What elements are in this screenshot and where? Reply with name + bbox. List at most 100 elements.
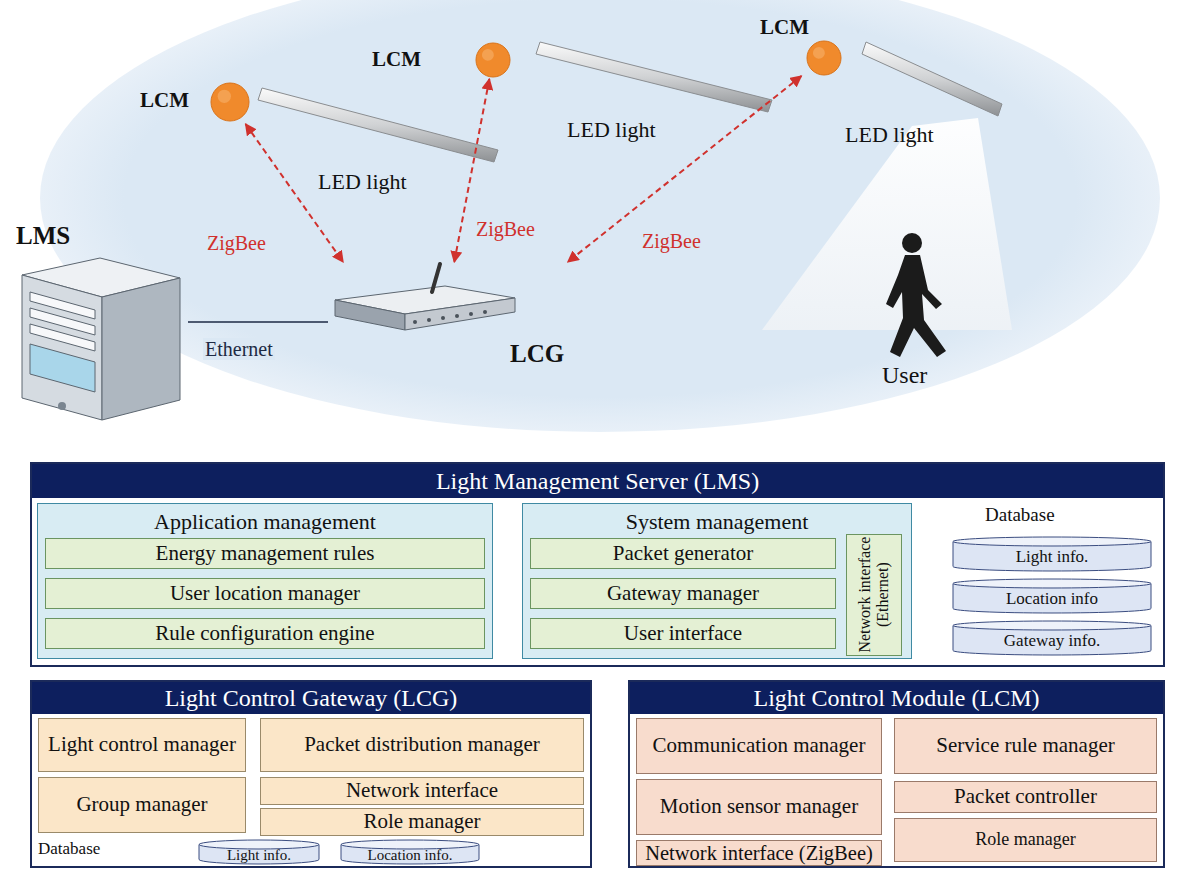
user-figure [886, 255, 946, 357]
label-slot: Database [985, 505, 1055, 526]
server-icon [12, 222, 188, 427]
edge-label-slot: ZigBee [205, 232, 268, 254]
lcm-node: LCM [140, 80, 252, 124]
lcm-highlight [218, 90, 231, 103]
text-label: LED light [567, 118, 656, 142]
device-face [102, 278, 180, 420]
status-led [413, 320, 417, 324]
text-label: Database [985, 505, 1055, 526]
lcm-highlight [482, 49, 494, 61]
connector-label: ZigBee [474, 218, 537, 240]
cyl-node: Gateway info. [952, 620, 1152, 656]
led-light-bar [258, 88, 498, 162]
status-led [427, 318, 431, 322]
connector-label: ZigBee [640, 230, 703, 252]
status-led [441, 316, 445, 320]
component-box: User interface [530, 618, 836, 649]
panel-header: Light Control Module (LCM) [630, 682, 1163, 714]
component-box: User location manager [45, 578, 485, 609]
label-slot: LED light [318, 170, 407, 194]
led-light-bar [536, 42, 772, 112]
status-led [483, 310, 487, 314]
device-label: LMS [16, 222, 70, 250]
component-label: Rule configuration engine [155, 622, 374, 645]
component-box: Packet distribution manager [260, 718, 584, 772]
group-title: System management [523, 504, 911, 534]
cyl-node: Location info. [340, 839, 480, 865]
component-label: Packet distribution manager [304, 733, 540, 756]
lcm-circle [211, 83, 249, 121]
background-ellipse [40, 0, 1160, 432]
cylinder-top [953, 621, 1151, 630]
cyl-node: Light info. [952, 536, 1152, 572]
text-label: LED light [318, 170, 407, 194]
component-label: User location manager [170, 582, 360, 605]
panel-header: Light Control Gateway (LCG) [32, 682, 590, 714]
cylinder-top [953, 579, 1151, 588]
lcm-circle [807, 41, 841, 75]
antenna [432, 264, 440, 292]
component-box: Rule configuration engine [45, 618, 485, 649]
panel-header: Light Management Server (LMS) [32, 464, 1163, 498]
component-label: Network interface (ZigBee) [645, 842, 873, 865]
vitem-node: Network interface (Ethernet) [846, 534, 902, 656]
cyl-node: Light info. [198, 839, 320, 865]
edge-label-slot: ZigBee [474, 218, 537, 240]
component-label: Service rule manager [936, 734, 1114, 757]
device-face [405, 298, 515, 330]
label-slot: User [882, 362, 927, 388]
group-node: Application managementEnergy management … [37, 503, 493, 659]
label-slot: Database [38, 840, 100, 859]
component-label: Communication manager [653, 734, 866, 757]
connector [188, 321, 328, 323]
device-face [335, 300, 405, 330]
component-box: Light control manager [38, 718, 246, 772]
database-label: Location info. [368, 847, 453, 864]
component-label: Role manager [363, 810, 480, 833]
text-label: Database [38, 840, 100, 859]
component-label: Group manager [76, 793, 207, 816]
component-label: Network interface (Ethernet) [856, 536, 891, 654]
light-beam [762, 118, 1012, 330]
lcm-circle [476, 43, 510, 77]
component-box: Role manager [260, 808, 584, 836]
panel-node: Light Control Module (LCM) Communication … [628, 680, 1165, 868]
database-label: Gateway info. [1004, 632, 1100, 651]
power-button [58, 402, 66, 410]
component-label: Light control manager [48, 733, 236, 756]
text-label: User [882, 362, 927, 388]
component-label: Packet controller [954, 785, 1097, 808]
device-label: LCM [140, 89, 189, 112]
lcm-node: LCM [372, 41, 512, 79]
component-label: Energy management rules [156, 542, 375, 565]
database-label: Light info. [227, 847, 291, 864]
label-slot: LED light [567, 118, 656, 142]
component-box: Energy management rules [45, 538, 485, 569]
database-label: Location info [1006, 590, 1098, 609]
text-label: LED light [845, 123, 934, 147]
device-label: LCG [510, 340, 564, 368]
edge-label-slot: Ethernet [203, 338, 275, 360]
lms-node: LMS [12, 222, 188, 427]
status-led [455, 314, 459, 318]
lcg-node: LCG [328, 262, 603, 374]
lcm-node: LCM [760, 16, 844, 76]
component-box: Role manager [894, 818, 1157, 862]
component-box: Service rule manager [894, 718, 1157, 774]
user-head [902, 233, 922, 253]
component-box: Packet controller [894, 781, 1157, 813]
database-label: Light info. [1016, 548, 1089, 567]
panel-node: Light Management Server (LMS) Application… [30, 462, 1165, 667]
connector-label: Ethernet [203, 338, 275, 360]
device-label: LCM [760, 16, 809, 39]
group-title: Application management [38, 504, 492, 534]
cylinder-top [953, 537, 1151, 546]
component-label: Packet generator [613, 542, 754, 565]
component-box: Group manager [38, 777, 246, 833]
edge-label-slot: ZigBee [640, 230, 703, 252]
connector-label: ZigBee [205, 232, 268, 254]
device-label: LCM [372, 48, 421, 71]
connector [568, 76, 802, 262]
